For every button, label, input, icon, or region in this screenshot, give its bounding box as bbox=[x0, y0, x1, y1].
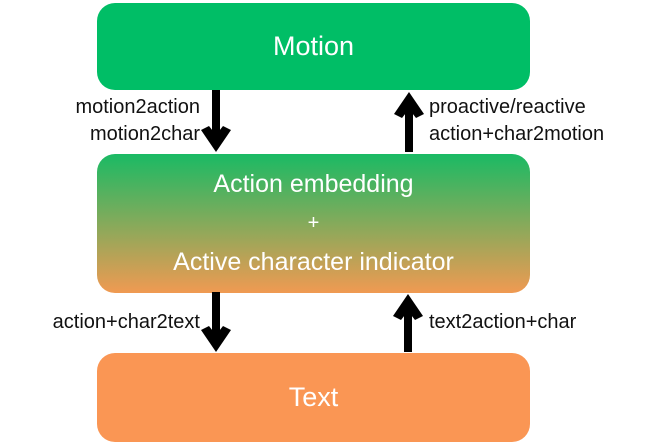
label-middle-to-motion: proactive/reactive action+char2motion bbox=[429, 94, 604, 148]
edge-middle-to-text bbox=[200, 292, 232, 352]
motion-box-label: Motion bbox=[272, 31, 355, 61]
label-text-to-middle: text2action+char bbox=[429, 309, 576, 336]
label-action-char2text: action+char2text bbox=[52, 311, 200, 333]
label-motion-to-middle: motion2action motion2char bbox=[75, 94, 200, 148]
label-text2action-char: text2action+char bbox=[429, 311, 577, 333]
label-middle-to-text: action+char2text bbox=[53, 309, 200, 336]
text-box: Text bbox=[97, 353, 530, 442]
edge-motion-to-middle bbox=[200, 90, 232, 152]
label-motion2char: motion2char bbox=[89, 123, 200, 145]
arrow-up-icon bbox=[393, 294, 423, 352]
arrow-down-icon bbox=[201, 292, 231, 352]
action-embedding-box: Action embedding + Active character indi… bbox=[97, 154, 530, 293]
edge-text-to-middle bbox=[392, 294, 424, 352]
motion-box: Motion bbox=[97, 3, 530, 90]
arrow-down-icon bbox=[201, 90, 231, 152]
arrow-up-icon bbox=[394, 92, 424, 152]
plus-sign: + bbox=[307, 212, 320, 234]
action-embedding-label: Action embedding bbox=[213, 170, 414, 198]
label-action-char2motion: action+char2motion bbox=[429, 123, 605, 145]
label-proactive-reactive: proactive/reactive bbox=[429, 96, 586, 118]
text-box-label: Text bbox=[288, 382, 339, 412]
active-character-indicator-label: Active character indicator bbox=[173, 248, 454, 276]
label-motion2action: motion2action bbox=[75, 96, 200, 118]
edge-middle-to-motion bbox=[393, 92, 425, 152]
